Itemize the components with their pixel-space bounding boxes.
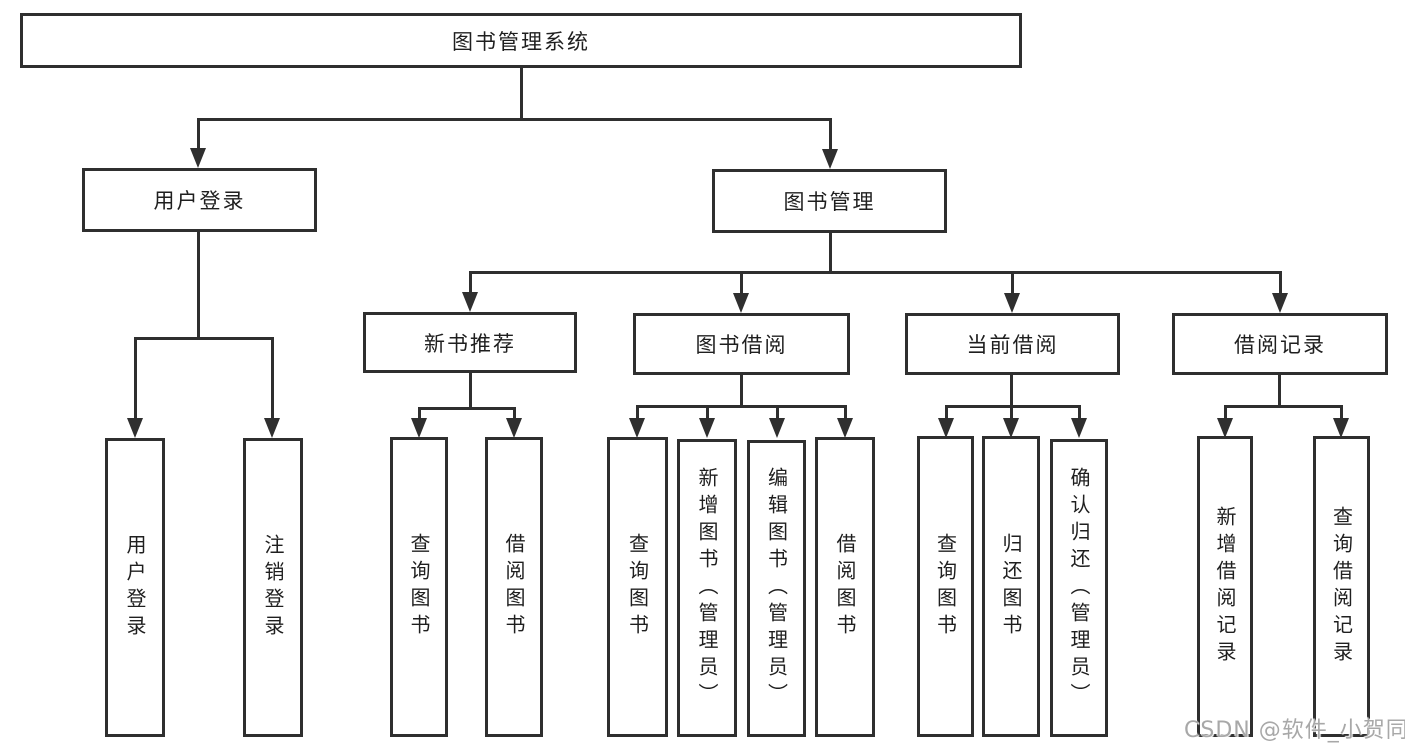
connector-line [636,405,847,408]
connector-line [271,337,274,420]
connector-line [1278,375,1281,405]
leaf-borrow-book-recommend: 借阅图书 [485,437,543,737]
node-label: 借阅记录 [1234,333,1326,357]
arrow-down-icon [1333,418,1349,438]
leaf-label: 用户登录 [123,533,147,642]
arrow-down-icon [127,418,143,438]
connector-line [134,337,137,420]
connector-line [829,233,832,271]
connector-line [469,373,472,407]
leaf-return-book: 归还图书 [982,436,1040,737]
leaf-query-borrow-record: 查询借阅记录 [1313,436,1370,737]
connector-line [1224,405,1342,408]
leaf-user-login: 用户登录 [105,438,165,737]
node-label: 用户登录 [153,189,246,213]
arrow-down-icon [1004,293,1020,313]
connector-line [418,407,421,420]
connector-line [844,405,847,420]
node-label: 当前借阅 [966,333,1059,357]
leaf-label: 查询图书 [933,532,958,641]
leaf-query-book-current: 查询图书 [917,436,974,737]
arrow-down-icon [699,418,715,438]
leaf-add-borrow-record: 新增借阅记录 [1197,436,1253,737]
arrow-down-icon [462,292,478,312]
connector-line [945,405,948,420]
node-borrow-record: 借阅记录 [1172,313,1388,375]
leaf-label: 注销登录 [261,533,285,642]
connector-line [1078,405,1081,420]
connector-line [706,405,709,420]
connector-line [829,118,832,152]
arrow-down-icon [190,148,206,168]
arrow-down-icon [1071,418,1087,438]
leaf-edit-book-admin: 编辑图书（管理员） [747,440,806,737]
connector-line [418,407,516,410]
leaf-label: 编辑图书（管理员） [764,467,789,710]
connector-line [776,405,779,420]
connector-line [513,407,516,420]
node-label: 新书推荐 [424,331,516,356]
node-book-borrow: 图书借阅 [633,313,850,375]
connector-line [1010,405,1013,420]
leaf-label: 借阅图书 [502,533,526,641]
connector-line [520,68,523,118]
node-label: 图书借阅 [695,333,788,357]
connector-line [740,271,743,294]
arrow-down-icon [264,418,280,438]
arrow-down-icon [629,418,645,438]
connector-line [1010,375,1013,405]
arrow-down-icon [1272,293,1288,313]
node-book-management: 图书管理 [712,169,947,233]
node-current-borrow: 当前借阅 [905,313,1120,375]
arrow-down-icon [769,418,785,438]
arrow-down-icon [822,149,838,169]
node-label: 图书管理系统 [452,29,590,54]
node-user-login: 用户登录 [82,168,317,232]
leaf-label: 新增借阅记录 [1213,505,1237,668]
connector-line [134,337,274,340]
arrow-down-icon [733,293,749,313]
connector-line [636,405,639,420]
connector-line [469,271,472,294]
leaf-borrow-book: 借阅图书 [815,437,875,737]
leaf-label: 查询图书 [625,533,650,641]
leaf-query-book-borrow: 查询图书 [607,437,668,737]
connector-line [197,118,200,152]
leaf-label: 确认归还（管理员） [1067,466,1091,710]
connector-line [740,375,743,405]
arrow-down-icon [506,418,522,438]
arrow-down-icon [938,418,954,438]
leaf-confirm-return-admin: 确认归还（管理员） [1050,439,1108,737]
connector-line [1224,405,1227,420]
leaf-add-book-admin: 新增图书（管理员） [677,439,737,737]
leaf-label: 新增图书（管理员） [695,466,719,710]
node-root-library-system: 图书管理系统 [20,13,1022,68]
arrow-down-icon [1217,418,1233,438]
connector-line [197,118,832,121]
connector-line [469,271,1281,274]
leaf-label: 查询借阅记录 [1329,505,1354,668]
leaf-query-book-recommend: 查询图书 [390,437,448,737]
connector-line [197,232,200,337]
arrow-down-icon [1003,418,1019,438]
leaf-label: 归还图书 [999,532,1023,641]
node-label: 图书管理 [783,190,876,214]
connector-line [945,405,1081,408]
node-new-book-recommend: 新书推荐 [363,312,577,373]
connector-line [1011,271,1014,294]
arrow-down-icon [411,418,427,438]
connector-line [1340,405,1343,420]
leaf-label: 查询图书 [407,533,431,641]
leaf-logout: 注销登录 [243,438,303,737]
arrow-down-icon [837,418,853,438]
leaf-label: 借阅图书 [833,533,857,641]
connector-line [1279,271,1282,294]
